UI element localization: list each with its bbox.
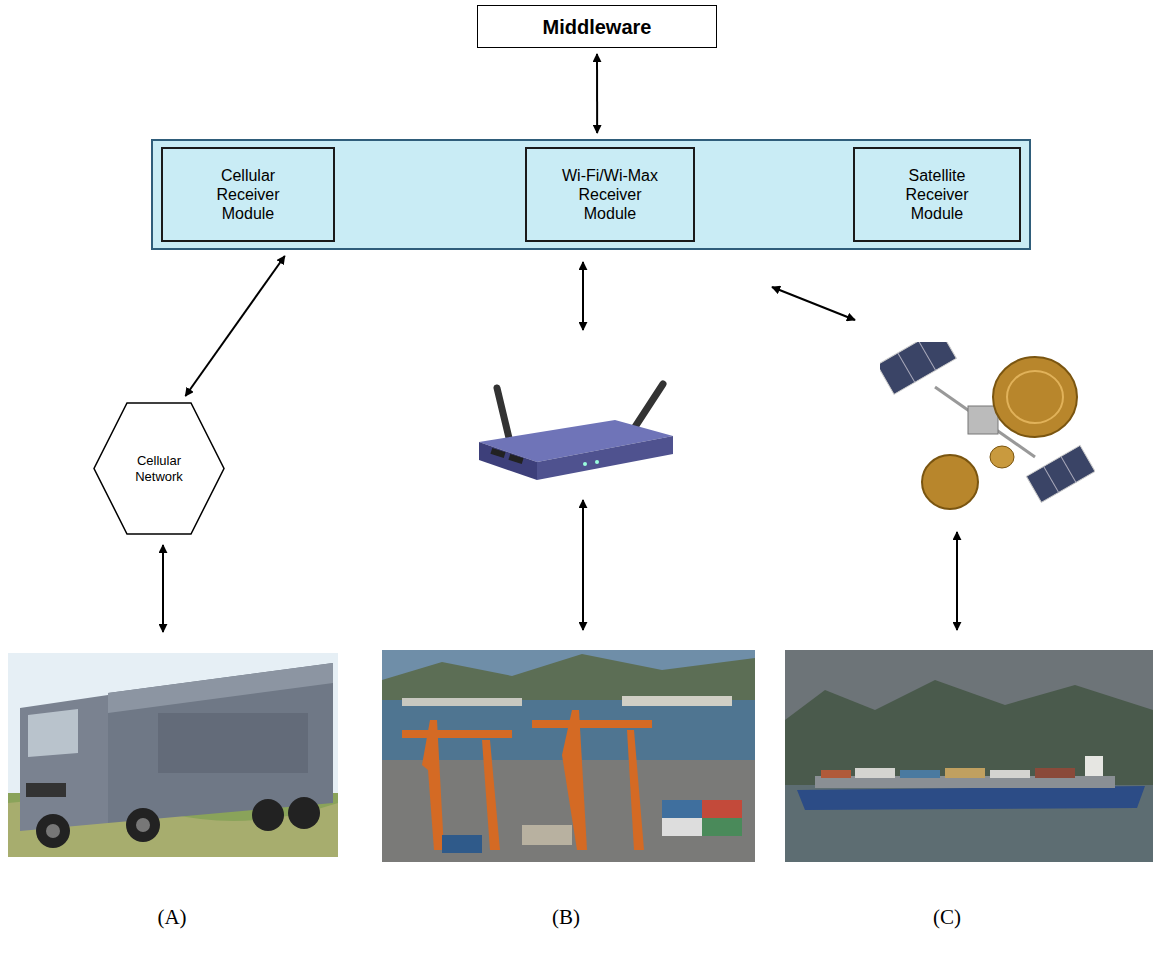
network-hexagon: Cellular Network (93, 402, 225, 535)
module-box: Middleware (477, 5, 717, 48)
router-picture (465, 380, 685, 490)
connector-arrow (185, 256, 284, 396)
ship-photo (785, 650, 1153, 862)
panel-label: (B) (552, 905, 580, 930)
module-box: Wi-Fi/Wi-Max Receiver Module (525, 147, 695, 242)
node-text: Satellite Receiver Module (881, 166, 993, 224)
node-text: Cellular Network (123, 453, 195, 484)
panel-label: (C) (933, 905, 961, 930)
arrow-band-satellite (772, 287, 855, 320)
arrow-satellite-ship (956, 532, 958, 630)
node-text: Cellular Receiver Module (192, 166, 304, 224)
port-photo (382, 650, 755, 862)
node-text: Wi-Fi/Wi-Max Receiver Module (554, 166, 666, 224)
arrow-band-router (582, 262, 584, 330)
receiver-band: Cellular Receiver Module Wi-Fi/Wi-Max Rec… (151, 139, 1031, 250)
arrow-network-truck (162, 545, 164, 632)
panel-label: (A) (157, 905, 186, 930)
plain-arrows (163, 262, 957, 632)
module-box: Cellular Receiver Module (161, 147, 335, 242)
arrow-router-port (582, 500, 584, 630)
connector-arrow (596, 54, 598, 133)
module-box: Satellite Receiver Module (853, 147, 1021, 242)
truck-photo (8, 653, 338, 857)
satellite-picture (880, 342, 1095, 522)
node-text: Middleware (543, 15, 652, 39)
